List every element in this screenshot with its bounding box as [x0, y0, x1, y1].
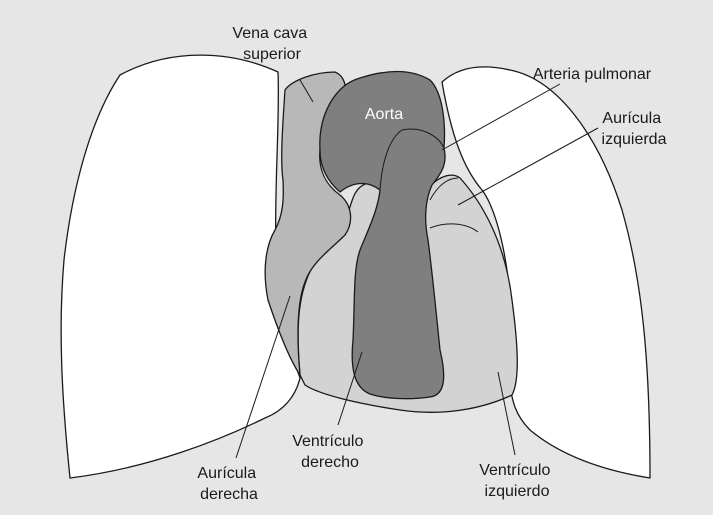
label-auricula-izquierda: Aurícula izquierda: [602, 110, 667, 148]
label-vena-cava: Vena cava superior: [232, 25, 311, 63]
label-ventriculo-derecho: Ventrículo derecho: [292, 433, 368, 471]
right-lung: [61, 55, 300, 478]
label-arteria-pulmonar: Arteria pulmonar: [533, 66, 652, 83]
label-auricula-derecha: Aurícula derecha: [197, 465, 260, 503]
label-ventriculo-izquierdo: Ventrículo izquierdo: [479, 462, 555, 500]
label-aorta: Aorta: [365, 106, 403, 123]
